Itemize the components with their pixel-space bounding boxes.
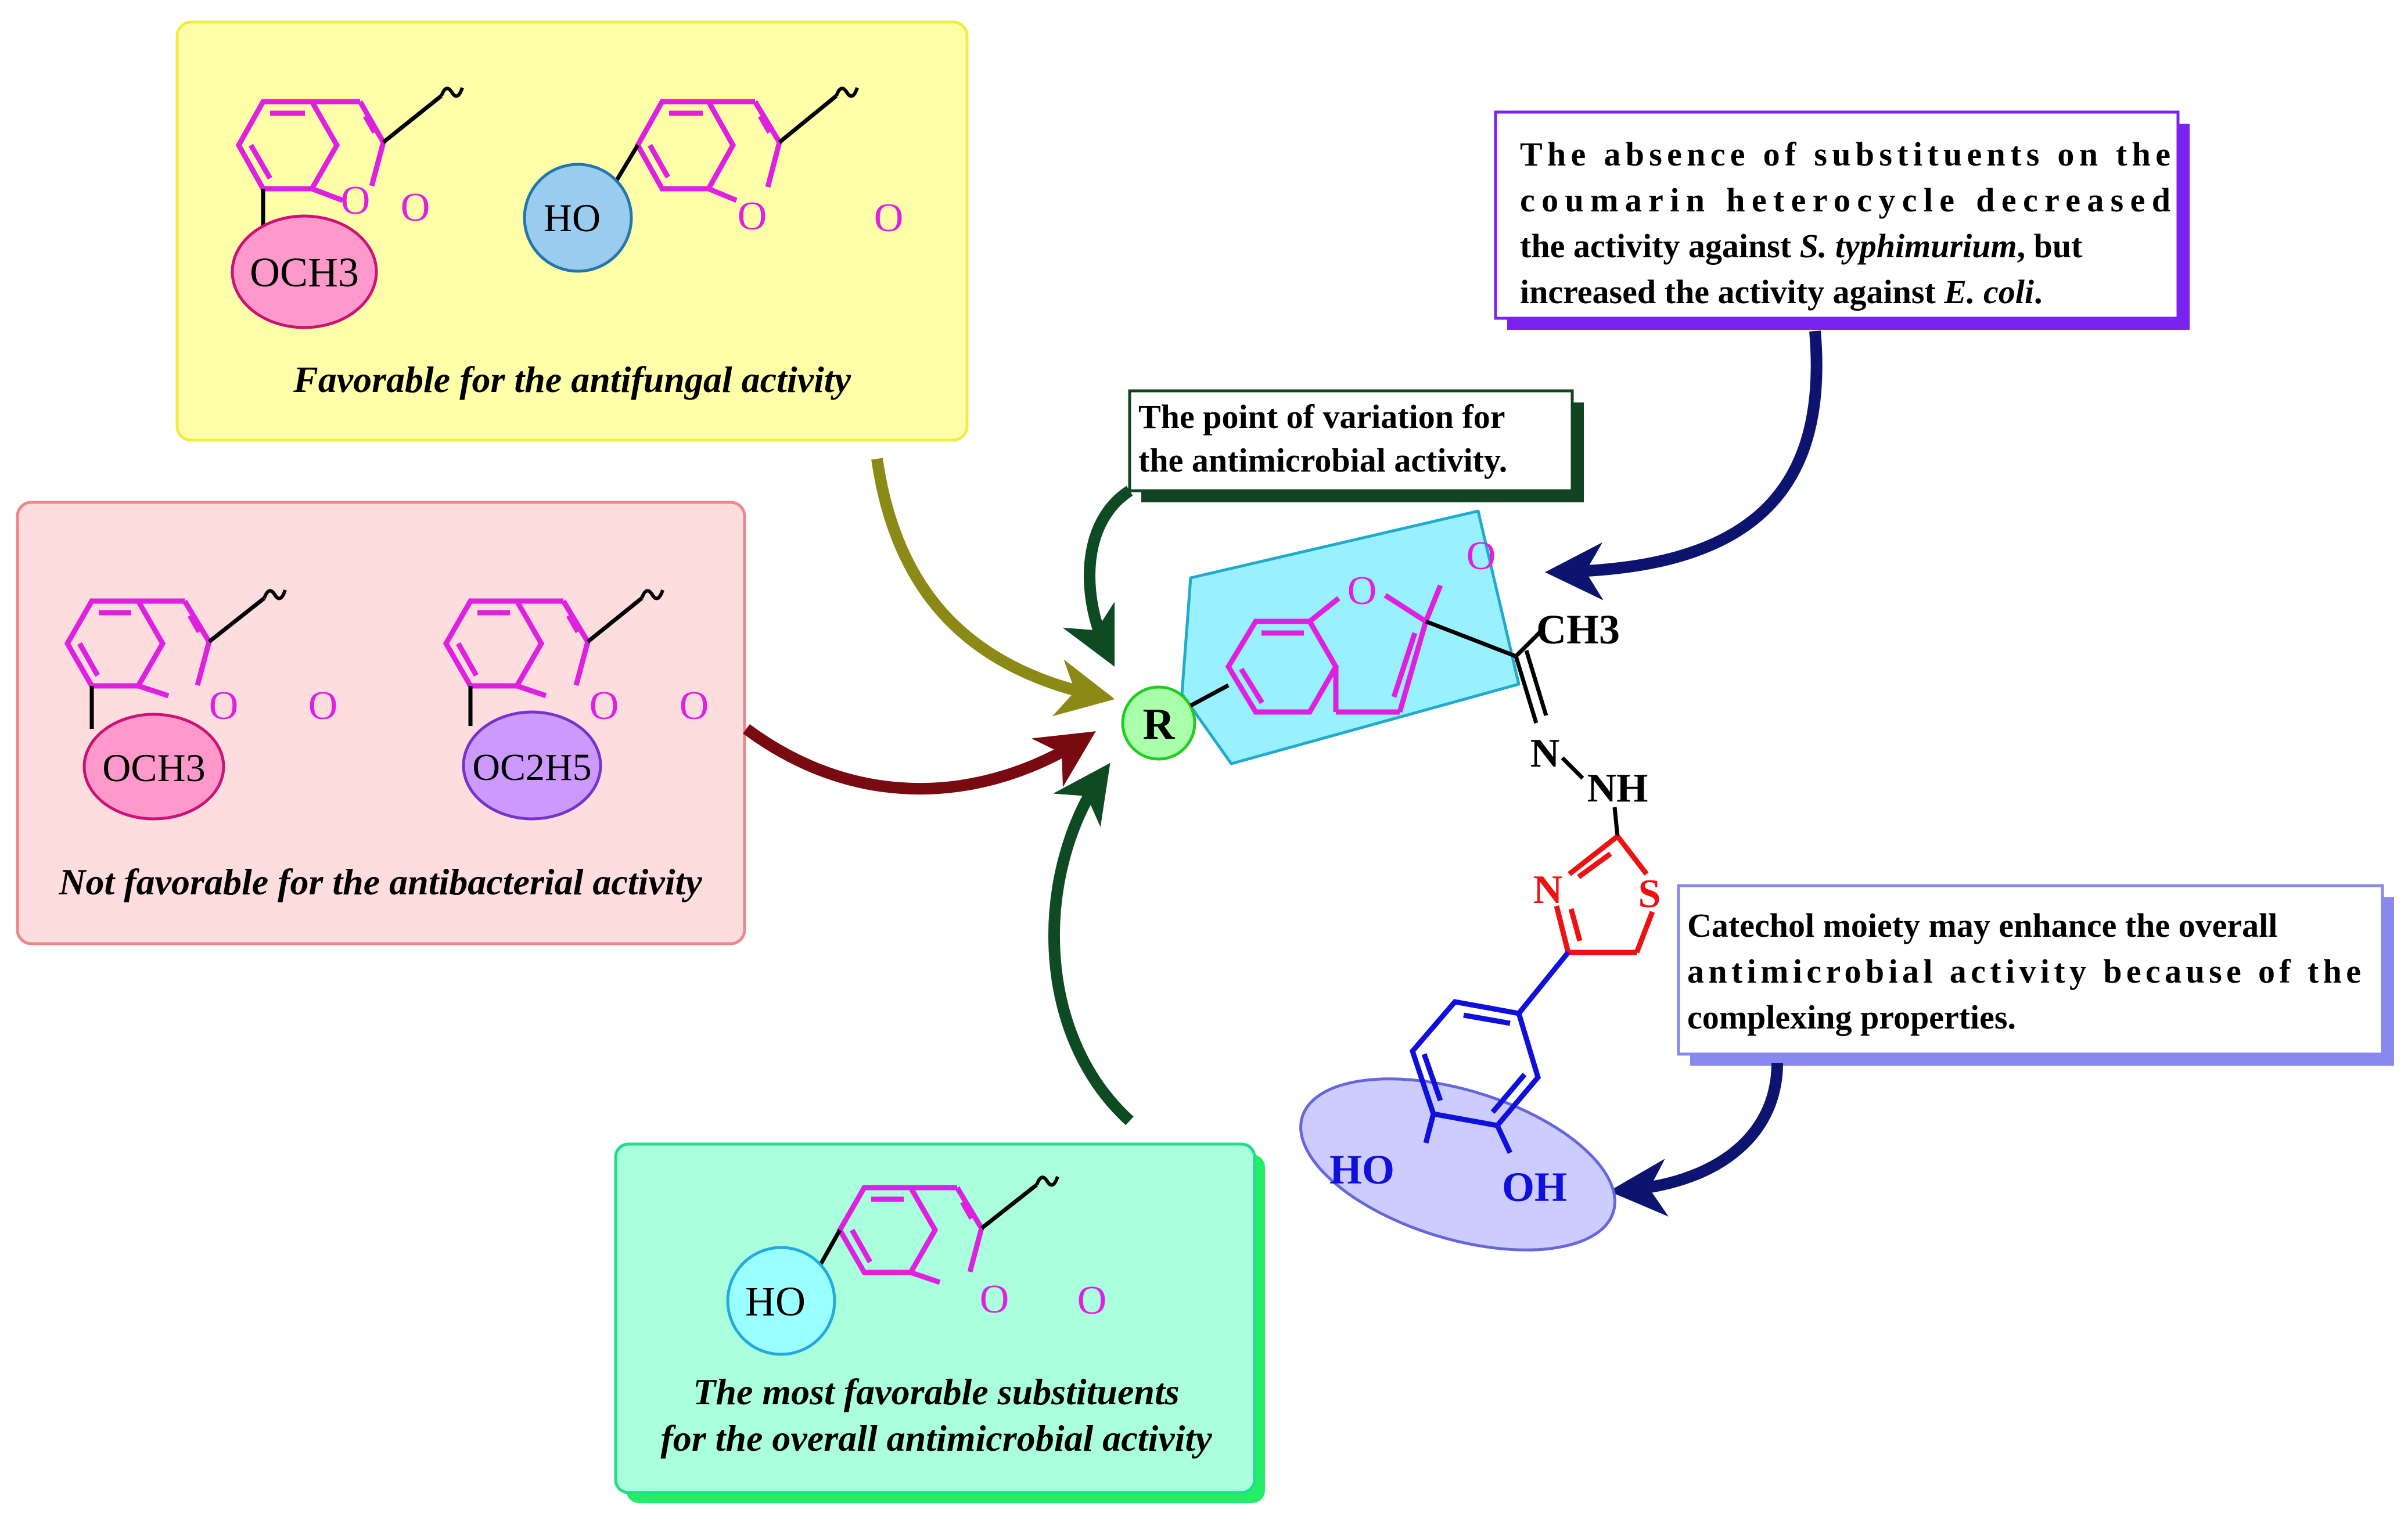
- variation-note: The point of variation for the antimicro…: [1128, 389, 1584, 502]
- antifungal-coumarin-left: [235, 94, 443, 229]
- squiggle-icon: [1035, 1175, 1059, 1187]
- catechol-note: Catechol moiety may enhance the overall …: [1677, 884, 2394, 1066]
- coumarin-note-line3: the activity against S. typhimurium, but: [1520, 227, 2083, 265]
- methoxy-highlight: [231, 214, 378, 329]
- methoxy-label: OCH3: [250, 249, 359, 296]
- hydroxy-label: HO: [745, 1278, 806, 1325]
- ring-oxygen-label: O: [590, 684, 619, 728]
- overall-caption-line1: The most favorable substituents: [693, 1371, 1179, 1412]
- antibacterial-caption: Not favorable for the antibacterial acti…: [58, 861, 702, 902]
- hydroxyl-left-label: HO: [1329, 1146, 1395, 1193]
- overall-coumarin: [811, 1183, 1038, 1285]
- hydroxyl-right-label: OH: [1502, 1164, 1567, 1210]
- ring-oxygen-label: O: [209, 684, 239, 728]
- overall-box: HO O O The most favorable substituents f…: [614, 1142, 1265, 1503]
- antibacterial-box: O O OCH3 O O OC2H5 Not favorable for the…: [16, 501, 746, 945]
- r-group-label: R: [1143, 700, 1176, 749]
- carbonyl-oxygen-label: O: [1467, 534, 1496, 578]
- navy-arrow-coumarin: [1545, 330, 1823, 601]
- methyl-label: CH3: [1536, 606, 1620, 653]
- methoxy-label: OCH3: [102, 746, 206, 790]
- coumarin-note-line2: coumarin heterocycle decreased: [1520, 181, 2170, 219]
- antifungal-box: O O OCH3 HO O O Favorable for the antifu…: [175, 20, 969, 442]
- carbonyl-oxygen-label: O: [308, 684, 338, 728]
- nh-label: NH: [1587, 766, 1648, 811]
- ring-oxygen-label: O: [1347, 569, 1377, 613]
- catechol-note-line3: complexing properties.: [1687, 998, 2016, 1036]
- coumarin-note: The absence of substituents on the couma…: [1494, 110, 2190, 330]
- antibacterial-coumarin-left: [64, 596, 266, 729]
- r-group-circle: [1121, 685, 1196, 761]
- hydroxy-highlight: [523, 163, 633, 273]
- ring-oxygen-label: O: [738, 194, 767, 239]
- catechol-highlight: [1299, 1077, 1616, 1252]
- catechol-note-line2: antimicrobial activity because of the: [1687, 952, 2361, 990]
- olive-arrow: [871, 458, 1115, 717]
- carbonyl-oxygen-label: O: [401, 185, 430, 230]
- ethoxy-label: OC2H5: [472, 746, 591, 789]
- methoxy-highlight: [82, 713, 225, 821]
- navy-arrow-catechol: [1609, 1062, 1783, 1217]
- coumarin-note-line4: increased the activity against E. coli.: [1520, 273, 2042, 311]
- green-arrow-from-box: [1048, 763, 1134, 1126]
- ethoxy-highlight: [462, 710, 602, 821]
- carbonyl-oxygen-label: O: [874, 196, 904, 240]
- main-molecule: R O O CH3 N NH: [1121, 509, 1661, 1252]
- green-arrow-from-note: [1062, 486, 1133, 667]
- antibacterial-coumarin-right: [443, 596, 644, 726]
- variation-note-line2: the antimicrobial activity.: [1138, 441, 1507, 479]
- carbonyl-oxygen-label: O: [1077, 1278, 1107, 1323]
- coumarin-highlight: [1180, 509, 1521, 765]
- catechol-note-line1: Catechol moiety may enhance the overall: [1687, 907, 2277, 944]
- ring-oxygen-label: O: [341, 178, 371, 223]
- antifungal-coumarin-right: [608, 94, 838, 203]
- variation-note-line1: The point of variation for: [1138, 398, 1505, 436]
- thiazole-sulfur-label: S: [1638, 872, 1661, 916]
- squiggle-icon: [835, 87, 859, 98]
- hydroxy-label: HO: [544, 196, 601, 240]
- antifungal-caption: Favorable for the antifungal activity: [293, 359, 851, 400]
- maroon-arrow: [743, 724, 1096, 795]
- ring-oxygen-label: O: [980, 1277, 1009, 1322]
- hydroxy-highlight: [726, 1246, 836, 1356]
- squiggle-icon: [263, 589, 287, 601]
- squiggle-icon: [640, 589, 664, 601]
- thiazole-nitrogen-label: N: [1533, 868, 1563, 912]
- imine-nitrogen-label: N: [1530, 731, 1560, 776]
- coumarin-note-line1: The absence of substituents on the: [1520, 135, 2170, 173]
- carbonyl-oxygen-label: O: [680, 684, 709, 728]
- squiggle-icon: [440, 87, 464, 98]
- overall-caption-line2: for the overall antimicrobial activity: [660, 1418, 1212, 1459]
